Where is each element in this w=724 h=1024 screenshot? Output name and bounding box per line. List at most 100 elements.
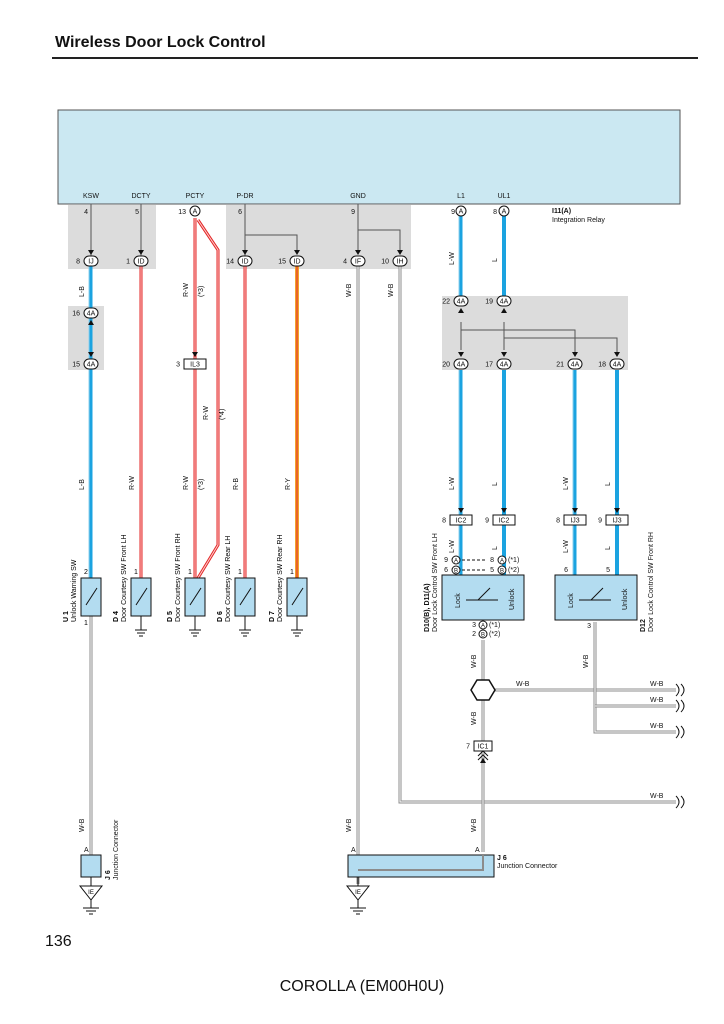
label-d10-wb2: W-B	[471, 711, 478, 725]
connector-badges: A A A IJ 8 ID 1 ID 14 ID 15 IF 4 IH 10 4…	[72, 205, 629, 752]
badge-ic2-8	[449, 514, 473, 526]
terminal-dcty: DCTY	[131, 193, 150, 200]
badge-if	[350, 255, 366, 267]
svg-text:B: B	[454, 569, 458, 575]
svg-text:20: 20	[442, 362, 450, 369]
label-ul1-l1: L	[492, 258, 499, 262]
svg-text:10: 10	[381, 259, 389, 266]
wire-pcty	[193, 218, 220, 580]
badge-id-15	[289, 255, 305, 267]
svg-text:B: B	[500, 569, 504, 575]
label-pcty-rw1: R-W	[183, 283, 190, 297]
label-l1-lw2: L-W	[449, 477, 456, 490]
label-h-wb4: W-B	[650, 723, 664, 730]
relay-code: I11(A)	[552, 208, 571, 215]
d12-code: D12	[640, 619, 647, 632]
wire-chevron	[477, 750, 489, 761]
svg-text:1: 1	[84, 620, 88, 627]
svg-text:4: 4	[343, 259, 347, 266]
svg-text:6: 6	[444, 567, 448, 574]
d6-code: D 6	[217, 611, 224, 622]
svg-text:2: 2	[472, 631, 476, 638]
wire-break-marks	[675, 683, 685, 809]
svg-text:4A: 4A	[457, 299, 466, 306]
svg-text:4A: 4A	[87, 362, 96, 369]
svg-text:5: 5	[606, 567, 610, 574]
badge-4a-18	[609, 358, 625, 370]
svg-text:9: 9	[444, 557, 448, 564]
ref-ul1	[498, 205, 510, 217]
svg-text:A: A	[351, 847, 356, 854]
d5-code: D 5	[167, 611, 174, 622]
ref-l1	[455, 205, 467, 217]
j6-left-code: J 6	[105, 870, 112, 880]
svg-text:3: 3	[472, 622, 476, 629]
svg-text:15: 15	[72, 362, 80, 369]
svg-text:IC2: IC2	[456, 518, 467, 525]
badge-id-1	[133, 255, 149, 267]
svg-text:8: 8	[76, 259, 80, 266]
svg-text:(*1): (*1)	[489, 622, 500, 629]
svg-text:IJ3: IJ3	[612, 518, 621, 525]
svg-text:ID: ID	[294, 259, 301, 266]
svg-text:14: 14	[226, 259, 234, 266]
switch-d12: Lock Unlock 6 5 3 D12 Door Lock Control …	[554, 532, 655, 632]
svg-text:Lock: Lock	[568, 593, 575, 608]
label-lh-lw3: L-W	[449, 540, 456, 553]
svg-text:19: 19	[485, 299, 493, 306]
svg-text:2: 2	[84, 569, 88, 576]
label-gnd-wb3: W-B	[346, 818, 353, 832]
wire-pdr	[243, 204, 299, 580]
shade-relay-gnd	[226, 205, 411, 269]
terminal-pcty: PCTY	[186, 193, 205, 200]
shade-4a-right	[442, 296, 628, 370]
svg-text:3: 3	[176, 362, 180, 369]
label-ul1-l2: L	[492, 482, 499, 486]
pin-ksw: 4	[84, 209, 88, 216]
badge-ij3-9	[605, 514, 629, 526]
d4-name: Door Courtesy SW Front LH	[121, 534, 128, 622]
badge-il3	[183, 358, 207, 370]
j6-left-name: Junction Connector	[113, 819, 120, 880]
label-pcty-note3b: (*3)	[198, 479, 205, 490]
integration-relay-box	[57, 109, 681, 205]
svg-text:18: 18	[598, 362, 606, 369]
label-h-wb5: W-B	[650, 793, 664, 800]
svg-text:IE: IE	[88, 890, 94, 896]
switch-d4: 1 D 4 Door Courtesy SW Front LH	[113, 534, 152, 637]
pin-ul1: 8	[493, 209, 497, 216]
svg-text:IE: IE	[355, 890, 361, 896]
d5-name: Door Courtesy SW Front RH	[175, 533, 182, 622]
d10-code: D10(B), D11(A)	[424, 583, 431, 632]
u1-name: Unlock Warning SW	[71, 559, 78, 622]
svg-text:5: 5	[490, 567, 494, 574]
svg-text:A: A	[459, 209, 464, 216]
splice-point	[470, 679, 496, 701]
d10-name: Door Lock Control SW Front LH	[432, 533, 439, 632]
svg-text:1: 1	[238, 569, 242, 576]
label-pdr-rb: R-B	[233, 478, 240, 490]
svg-text:1: 1	[126, 259, 130, 266]
terminal-ul1: UL1	[498, 193, 511, 200]
switch-d10: Lock Unlock 9 A 8 A (*1) 6 B 5 B (*2) 3 …	[424, 533, 525, 639]
j6-right-code: J 6	[497, 855, 507, 862]
d6-name: Door Courtesy SW Rear LH	[225, 536, 232, 622]
badge-4a-21	[567, 358, 583, 370]
switch-d6: 1 D 6 Door Courtesy SW Rear LH	[217, 536, 256, 637]
badge-ih	[392, 255, 408, 267]
terminal-pdr: P-DR	[236, 193, 253, 200]
svg-text:1: 1	[188, 569, 192, 576]
label-h-wb2: W-B	[650, 681, 664, 688]
pin-l1: 9	[451, 209, 455, 216]
svg-text:9: 9	[485, 518, 489, 525]
svg-text:IC1: IC1	[478, 744, 489, 751]
terminal-ksw: KSW	[83, 193, 99, 200]
svg-text:A: A	[454, 559, 458, 565]
label-pcty-rw2: R-W	[203, 406, 210, 420]
label-lh-l3: L	[492, 546, 499, 550]
svg-text:3: 3	[587, 623, 591, 630]
label-h-wb3: W-B	[650, 697, 664, 704]
svg-text:4A: 4A	[457, 362, 466, 369]
relay-terminal-labels: KSW DCTY PCTY P-DR GND L1 UL1	[83, 193, 511, 200]
